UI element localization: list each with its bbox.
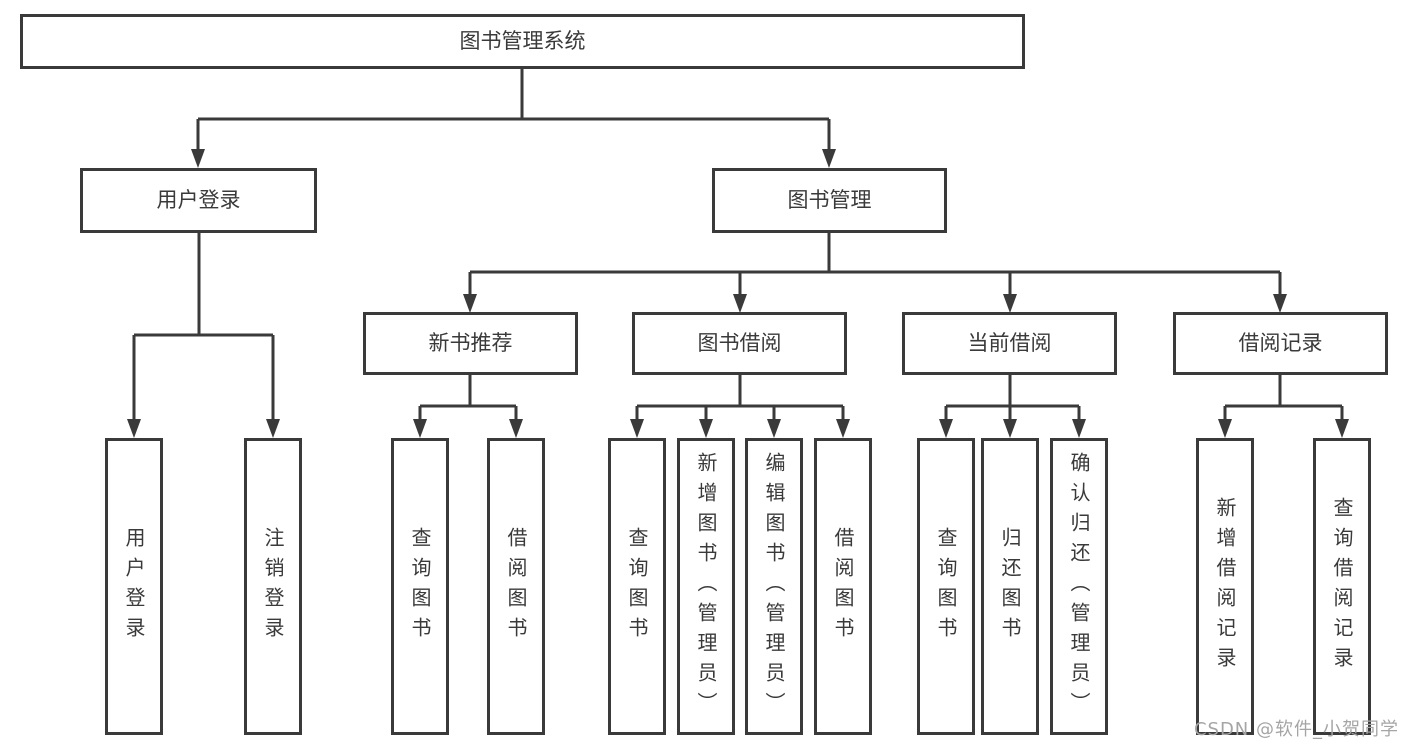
node-query-books: 查询图书 (608, 438, 666, 735)
node-label: 借阅图书 (831, 526, 855, 647)
arrowhead-icon (1072, 419, 1086, 438)
node-confirm-return-admin: 确认归还（管理员） (1050, 438, 1108, 735)
node-label: 借阅图书 (504, 526, 528, 647)
node-label: 用户登录 (156, 188, 241, 212)
node-add-books-admin: 新增图书（管理员） (677, 438, 735, 735)
arrowhead-icon (413, 419, 427, 438)
arrowhead-icons (127, 149, 1349, 438)
node-label: 新增图书（管理员） (694, 451, 718, 722)
node-borrowing-records: 借阅记录 (1173, 312, 1388, 375)
node-query-borrow-record: 查询借阅记录 (1313, 438, 1371, 735)
arrowhead-icon (699, 419, 713, 438)
arrowhead-icon (191, 149, 205, 168)
node-label: 确认归还（管理员） (1067, 451, 1091, 722)
arrowhead-icon (266, 419, 280, 438)
connector-paths (132, 69, 1344, 422)
node-edit-books-admin: 编辑图书（管理员） (745, 438, 803, 735)
node-add-borrow-record: 新增借阅记录 (1196, 438, 1254, 735)
arrowhead-icon (767, 419, 781, 438)
node-label: 用户登录 (122, 526, 146, 647)
node-label: 查询图书 (408, 526, 432, 647)
arrowhead-icon (127, 419, 141, 438)
arrowhead-icon (463, 294, 477, 313)
node-borrow-books: 借阅图书 (814, 438, 872, 735)
node-return-books: 归还图书 (981, 438, 1039, 735)
node-label: 查询图书 (934, 526, 958, 647)
node-borrow-books: 借阅图书 (487, 438, 545, 735)
node-label: 注销登录 (261, 526, 285, 647)
node-user-login-leaf: 用户登录 (105, 438, 163, 735)
node-user-login-branch: 用户登录 (80, 168, 317, 233)
arrowhead-icon (1003, 294, 1017, 313)
node-label: 查询图书 (625, 526, 649, 647)
node-current-borrowing: 当前借阅 (902, 312, 1117, 375)
arrowhead-icon (939, 419, 953, 438)
arrowhead-icon (1335, 419, 1349, 438)
node-label: 当前借阅 (967, 331, 1052, 355)
node-label: 查询借阅记录 (1330, 496, 1354, 677)
node-book-management-system: 图书管理系统 (20, 14, 1025, 69)
node-label: 新书推荐 (428, 331, 513, 355)
arrowhead-icon (836, 419, 850, 438)
node-new-book-recommendation: 新书推荐 (363, 312, 578, 375)
node-book-borrowing: 图书借阅 (632, 312, 847, 375)
node-label: 借阅记录 (1238, 331, 1323, 355)
node-label: 新增借阅记录 (1213, 496, 1237, 677)
arrowhead-icon (1273, 294, 1287, 313)
arrowhead-icon (822, 149, 836, 168)
node-label: 图书借阅 (697, 331, 782, 355)
arrowhead-icon (509, 419, 523, 438)
arrowhead-icon (733, 294, 747, 313)
arrowhead-icon (1218, 419, 1232, 438)
node-label: 编辑图书（管理员） (762, 451, 786, 722)
node-logout-leaf: 注销登录 (244, 438, 302, 735)
node-label: 图书管理 (787, 188, 872, 212)
node-label: 图书管理系统 (459, 29, 586, 53)
watermark: CSDN @软件_小贺同学 (1193, 719, 1399, 740)
arrowhead-icon (1003, 419, 1017, 438)
arrowhead-icon (630, 419, 644, 438)
node-label: 归还图书 (998, 526, 1022, 647)
node-query-books: 查询图书 (391, 438, 449, 735)
node-book-management-branch: 图书管理 (712, 168, 947, 233)
node-query-books: 查询图书 (917, 438, 975, 735)
